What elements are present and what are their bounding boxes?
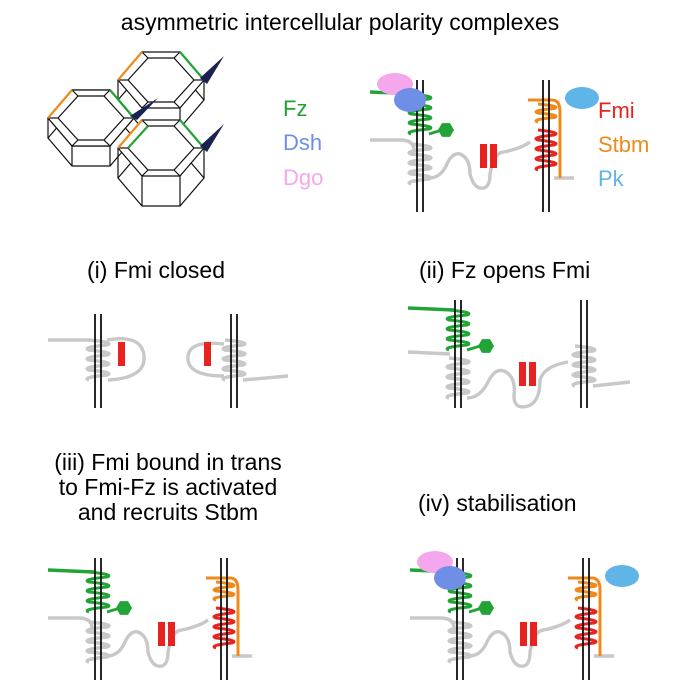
cell-hairs xyxy=(130,56,224,152)
frizzled-protein xyxy=(85,570,111,614)
flamingo-tail xyxy=(592,380,631,388)
pk-protein xyxy=(565,87,599,109)
flamingo-extracellular xyxy=(543,618,572,632)
flamingo-extracellular xyxy=(410,616,456,630)
cell-membrane xyxy=(94,558,102,680)
polarity-edges xyxy=(47,51,205,149)
frizzled-protein xyxy=(47,568,95,574)
cell-membrane xyxy=(454,300,462,408)
panel-iii-line: (iii) Fmi bound in trans xyxy=(54,449,282,475)
panel-iv-label: (iv) stabilisation xyxy=(418,490,577,516)
frizzled-link xyxy=(466,344,481,352)
cell-membrane xyxy=(542,80,550,212)
flamingo-extracellular xyxy=(106,628,183,668)
strabismus-coil xyxy=(574,580,598,602)
flamingo-transmembrane xyxy=(571,344,597,388)
flamingo-transmembrane xyxy=(447,620,473,664)
legend-fmi: Fmi xyxy=(598,98,635,123)
cell-membrane xyxy=(582,558,590,680)
flamingo-transmembrane xyxy=(85,620,111,664)
frizzled-protein xyxy=(407,306,455,312)
flamingo-extracellular xyxy=(466,360,569,409)
flamingo-transmembrane xyxy=(85,338,111,382)
strabismus-protein xyxy=(568,576,602,656)
legend-dsh: Dsh xyxy=(283,130,323,155)
wnt-ligand-hexagon xyxy=(478,601,494,615)
flamingo-extracellular xyxy=(468,628,545,668)
panel-iii-line: and recruits Stbm xyxy=(77,498,259,525)
legend-fz: Fz xyxy=(283,96,308,121)
flamingo-transmembrane xyxy=(445,356,471,400)
complex-iv xyxy=(409,551,639,680)
dsh-protein xyxy=(434,566,466,590)
cell-membrane xyxy=(220,558,228,680)
flamingo-extracellular xyxy=(428,150,505,190)
panel-ii-label: (ii) Fz opens Fmi xyxy=(419,257,591,283)
flamingo-extracellular xyxy=(48,616,94,630)
flamingo-transmembrane xyxy=(574,606,598,650)
cadherin-domain xyxy=(158,622,165,646)
cadherin-domain xyxy=(480,144,487,168)
complex-top xyxy=(369,73,599,212)
flamingo-extracellular xyxy=(242,374,289,382)
strabismus-coil xyxy=(212,580,236,602)
flamingo-extracellular xyxy=(181,618,210,632)
flamingo-extracellular xyxy=(370,138,416,152)
figure-title: asymmetric intercellular polarity comple… xyxy=(120,9,560,35)
wnt-ligand-hexagon xyxy=(438,123,454,137)
complex-iii xyxy=(47,558,252,680)
flamingo-transmembrane xyxy=(212,606,236,650)
cadherin-domain xyxy=(490,144,497,168)
strabismus-protein xyxy=(206,576,240,656)
complex-ii xyxy=(407,300,631,409)
strabismus-coil xyxy=(534,102,558,124)
cell-membrane xyxy=(94,314,102,408)
cadherin-domain xyxy=(530,622,537,646)
cell-membrane xyxy=(230,314,238,408)
panel-i-label: (i) Fmi closed xyxy=(87,257,226,283)
flamingo-extracellular xyxy=(407,350,451,356)
wnt-ligand-hexagon xyxy=(478,339,494,353)
flamingo-transmembrane xyxy=(407,142,433,186)
panel-iii-label: (iii) Fmi bound in trans to Fmi-Fz is ac… xyxy=(18,450,318,524)
flamingo-extracellular xyxy=(503,140,532,154)
flamingo-transmembrane xyxy=(221,338,247,382)
complex-i xyxy=(48,314,289,408)
legend-stbm: Stbm xyxy=(598,132,650,157)
cell-tissue xyxy=(47,51,224,207)
pk-protein xyxy=(605,565,639,587)
legend-pk: Pk xyxy=(598,166,624,191)
cadherin-domain xyxy=(168,622,175,646)
cadherin-domain xyxy=(204,342,211,366)
cadherin-domain xyxy=(520,622,527,646)
flamingo-transmembrane xyxy=(534,128,558,172)
wnt-ligand-hexagon xyxy=(116,601,132,615)
frizzled-protein xyxy=(445,308,471,352)
cadherin-domain xyxy=(118,342,125,366)
cadherin-domain xyxy=(529,362,536,386)
legend-dgo: Dgo xyxy=(283,165,324,190)
cadherin-domain xyxy=(519,362,526,386)
flamingo-loop xyxy=(106,337,146,382)
panel-iii-line: to Fmi-Fz is activated xyxy=(58,473,278,500)
strabismus-protein xyxy=(528,98,562,178)
dsh-protein xyxy=(394,88,426,112)
cell-membrane xyxy=(580,300,588,408)
